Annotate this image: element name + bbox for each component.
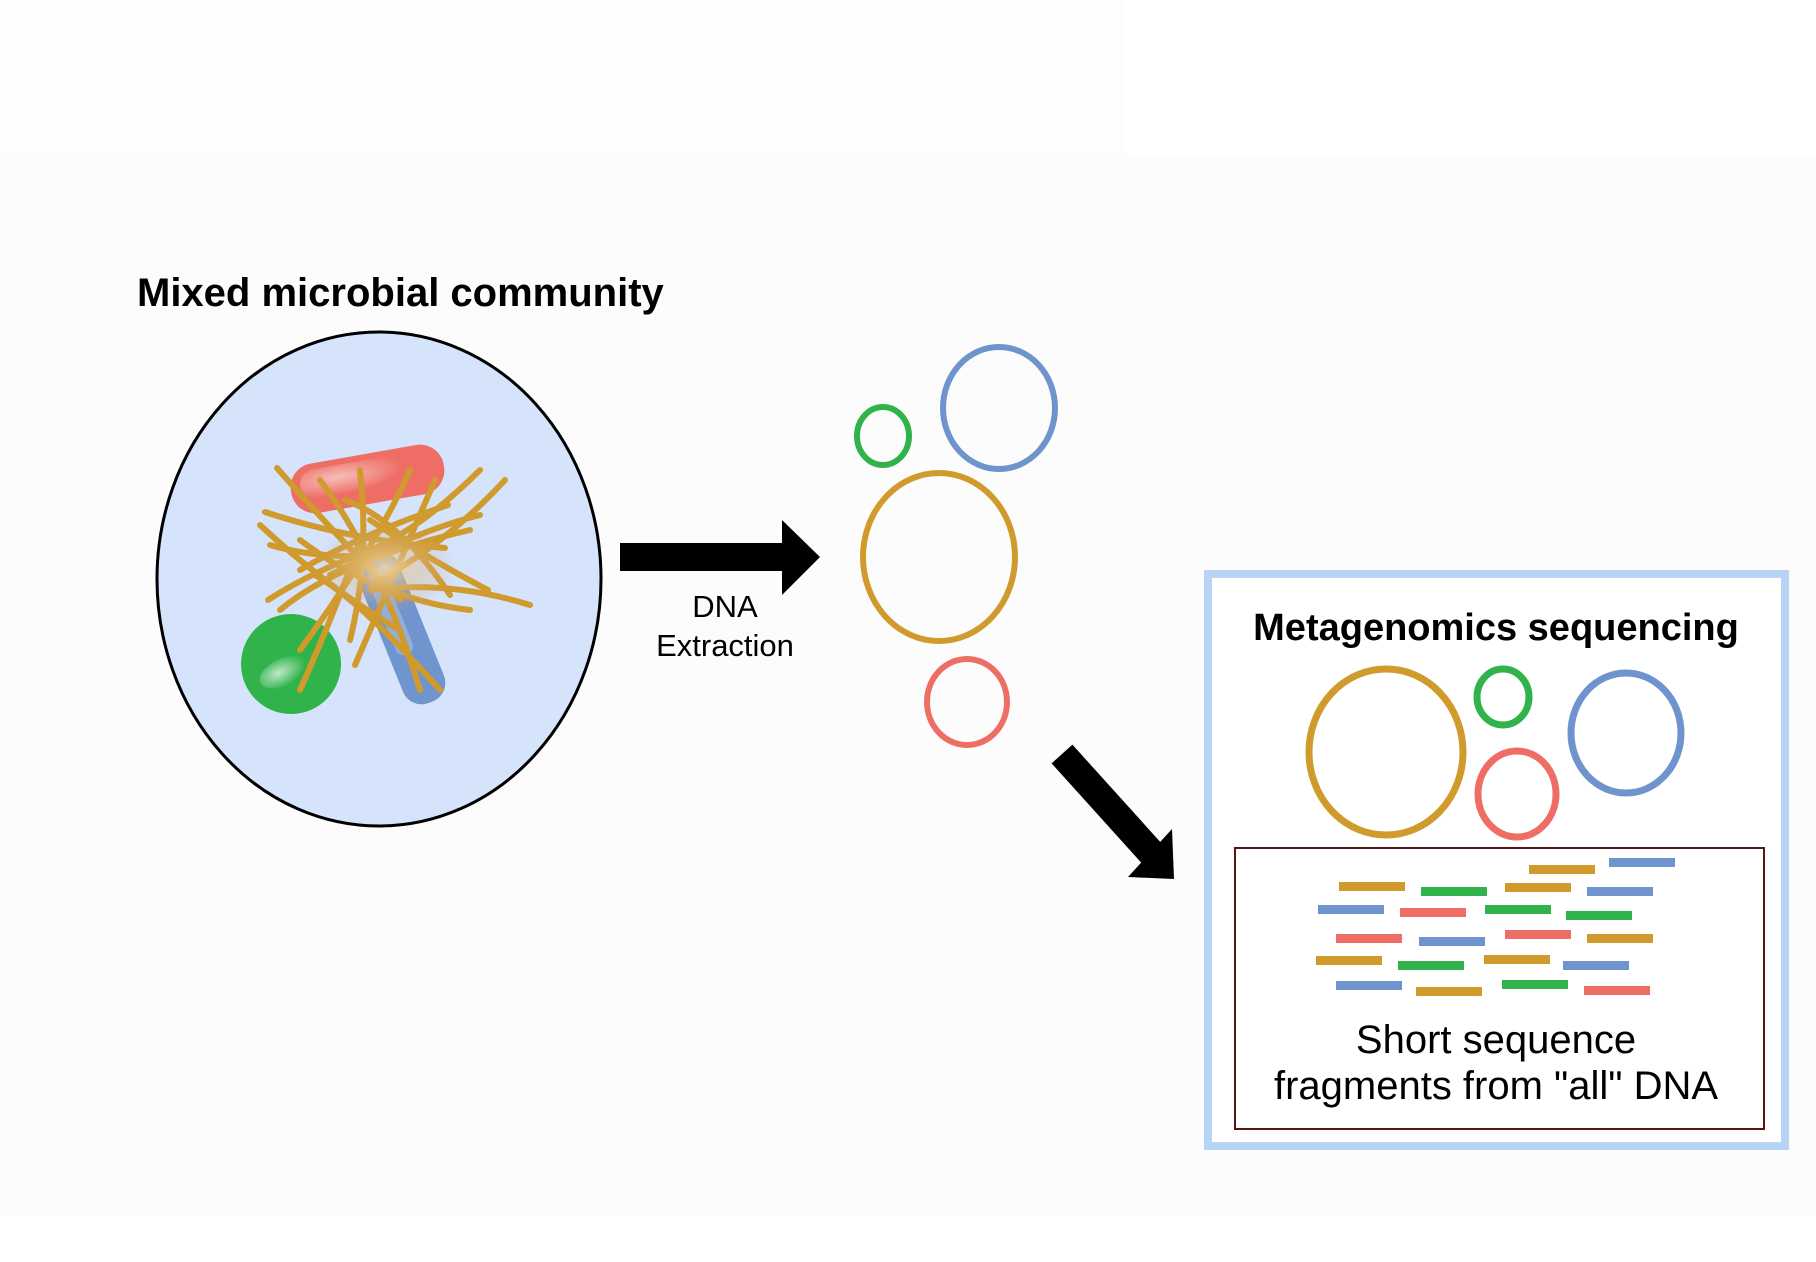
blue-dna-circle-icon [940, 344, 1058, 472]
blue-sequence-fragment [1318, 905, 1384, 914]
dna-tangle-center [315, 523, 455, 613]
blue-sequence-fragment [1419, 937, 1485, 946]
gold-sequence-fragment [1529, 865, 1595, 874]
red-dna-circle-icon [924, 656, 1010, 748]
gold-sequence-fragment [1316, 956, 1382, 965]
microbial-community-cell [155, 330, 603, 828]
extraction-arrow-icon [620, 520, 820, 595]
fragments-caption-line2: fragments from "all" DNA [1274, 1064, 1718, 1108]
extraction-label-line2: Extraction [656, 628, 794, 663]
blue-sequence-fragment [1563, 961, 1629, 970]
green-sequence-fragment [1566, 911, 1632, 920]
green-coccus-bacterium-icon [241, 614, 341, 714]
gold-sequence-fragment [1416, 987, 1482, 996]
fragments-caption-line1: Short sequence [1356, 1018, 1636, 1062]
blue-sequence-fragment [1336, 981, 1402, 990]
green-sequence-fragment [1421, 887, 1487, 896]
blue-genome-circle-icon [1567, 669, 1685, 797]
sequenced-dna-circles [1305, 665, 1685, 841]
green-sequence-fragment [1485, 905, 1551, 914]
extraction-label-line1: DNA [692, 589, 758, 624]
red-sequence-fragment [1584, 986, 1650, 995]
sequencing-arrow-icon [1051, 744, 1174, 879]
sequencing-title: Metagenomics sequencing [1253, 607, 1739, 649]
gold-sequence-fragment [1484, 955, 1550, 964]
green-dna-circle-icon [854, 404, 912, 468]
fragments-box [1234, 847, 1765, 1130]
extracted-dna-circles [854, 344, 1058, 748]
background-panel [0, 0, 1125, 155]
blue-sequence-fragment [1587, 887, 1653, 896]
green-sequence-fragment [1502, 980, 1568, 989]
community-title: Mixed microbial community [137, 271, 665, 315]
sequence-fragments [1316, 858, 1675, 996]
gold-genome-circle-icon [1305, 665, 1467, 839]
red-sequence-fragment [1505, 930, 1571, 939]
red-sequence-fragment [1400, 908, 1466, 917]
red-genome-circle-icon [1474, 747, 1560, 841]
green-genome-circle-icon [1473, 665, 1533, 729]
gold-sequence-fragment [1339, 882, 1405, 891]
green-sequence-fragment [1398, 961, 1464, 970]
red-sequence-fragment [1336, 934, 1402, 943]
gold-sequence-fragment [1587, 934, 1653, 943]
gold-sequence-fragment [1505, 883, 1571, 892]
blue-sequence-fragment [1609, 858, 1675, 867]
gold-dna-circle-icon [860, 470, 1018, 644]
